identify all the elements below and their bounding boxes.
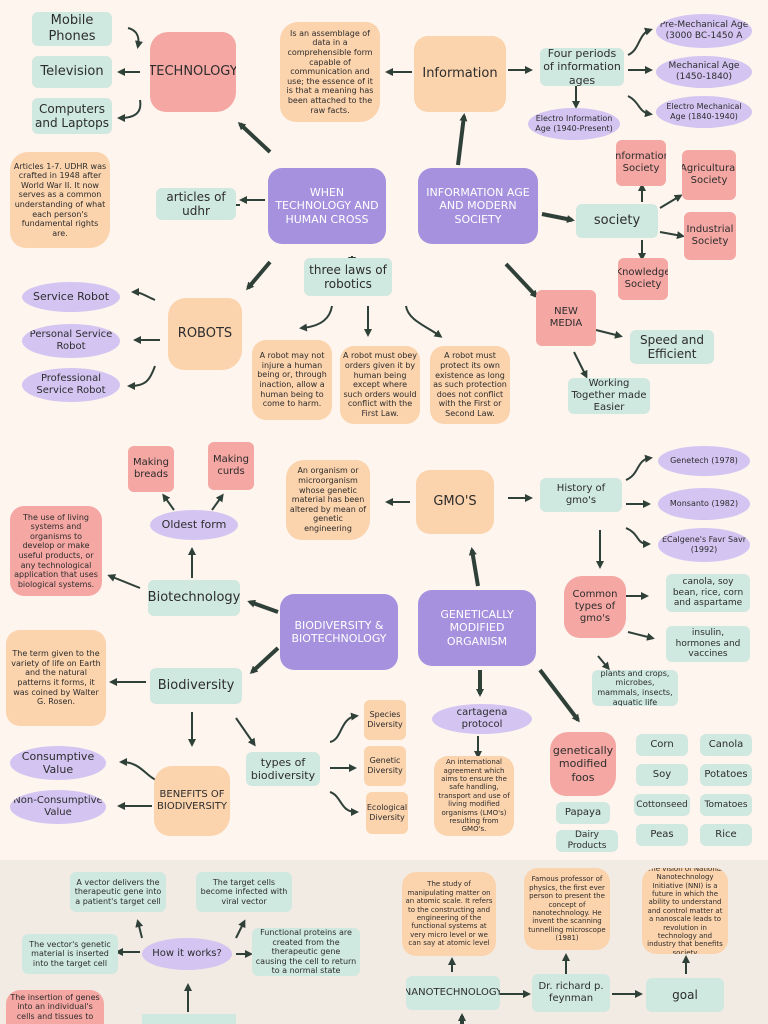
- genetech-node: Genetech (1978): [658, 446, 750, 476]
- genetic-diversity-node: Genetic Diversity: [364, 746, 406, 786]
- monsanto-node: Monsanto (1982): [658, 488, 750, 520]
- gmo-definition: An organism or microorganism whose genet…: [286, 460, 370, 540]
- robotics-law-2: A robot must obey orders given it by hum…: [340, 346, 420, 424]
- gmo-history-node: History of gmo's: [540, 478, 622, 512]
- goal-description: The vision of National Nanotechnology In…: [642, 868, 728, 954]
- cartagena-node: cartagena protocol: [432, 704, 532, 734]
- benefits-node: BENEFITS OF BIODIVERSITY: [154, 766, 230, 836]
- food-corn: Corn: [636, 734, 688, 756]
- common-gmo-organisms: plants and crops, microbes, mammals, ins…: [592, 670, 678, 706]
- technology-node: TECHNOLOGY: [150, 32, 236, 112]
- robotics-law-3: A robot must protect its own existence a…: [430, 346, 510, 424]
- information-society: Information Society: [616, 140, 666, 186]
- personal-service-robot-node: Personal Service Robot: [22, 324, 120, 358]
- new-media-node: NEW MEDIA: [536, 290, 596, 346]
- gene-step-proteins-created: Functional proteins are created from the…: [252, 928, 360, 976]
- common-gmo-foods: canola, soy bean, rice, corn and asparta…: [666, 574, 750, 612]
- common-gmo-node: Common types of gmo's: [564, 576, 626, 638]
- cartagena-description: An international agreement which aims to…: [434, 756, 514, 836]
- electro-information-age: Electro Information Age (1940-Present): [528, 108, 620, 140]
- making-breads-node: Making breads: [128, 446, 174, 492]
- professional-service-robot-node: Professional Service Robot: [22, 368, 120, 402]
- society-node: society: [576, 204, 658, 238]
- food-potatoes: Potatoes: [700, 764, 752, 786]
- biodiversity-node: Biodiversity: [150, 668, 242, 704]
- common-gmo-medicine: insulin, hormones and vaccines: [666, 626, 750, 662]
- food-soy: Soy: [636, 764, 688, 786]
- gene-step-material-inserted: The vector's genetic material is inserte…: [22, 934, 118, 974]
- robotics-law-1: A robot may not injure a human being or,…: [252, 340, 332, 420]
- consumptive-value-node: Consumptive Value: [10, 746, 106, 780]
- biodiversity-definition: The term given to the variety of life on…: [6, 630, 106, 726]
- working-together-node: Working Together made Easier: [568, 378, 650, 414]
- oldest-form-node: Oldest form: [150, 510, 238, 540]
- biotechnology-definition: The use of living systems and organisms …: [10, 506, 102, 596]
- computers-laptops-node: Computers and Laptops: [32, 98, 112, 134]
- gene-step-cells-infected: The target cells become infected with vi…: [196, 872, 292, 912]
- television-node: Television: [32, 56, 112, 88]
- biodiversity-center: BIODIVERSITY & BIOTECHNOLOGY: [280, 594, 398, 670]
- ecological-diversity-node: Ecological Diversity: [366, 792, 408, 834]
- gene-therapy-node: [142, 1014, 236, 1024]
- information-age-center: INFORMATION AGE AND MODERN SOCIETY: [418, 168, 538, 244]
- feynman-description: Famous professor of physics, the first e…: [524, 868, 610, 950]
- industrial-society: Industrial Society: [684, 212, 736, 260]
- knowledge-society: Knowledge Society: [618, 258, 668, 300]
- feynman-node: Dr. richard p. feynman: [532, 974, 610, 1012]
- speed-efficient-node: Speed and Efficient: [630, 330, 714, 364]
- food-cottonseed: Cottonseed: [634, 794, 690, 816]
- making-curds-node: Making curds: [208, 442, 254, 490]
- biotechnology-node: Biotechnology: [148, 580, 240, 616]
- food-rice: Rice: [700, 824, 752, 846]
- gene-therapy-definition: The insertion of genes into an individua…: [6, 990, 104, 1024]
- goal-node: goal: [646, 978, 724, 1012]
- non-consumptive-value-node: Non-Consumptive Value: [10, 790, 106, 824]
- periods-node: Four periods of information ages: [540, 48, 624, 86]
- technology-cross-center: WHEN TECHNOLOGY AND HUMAN CROSS: [268, 168, 386, 244]
- udhr-description: Articles 1-7. UDHR was crafted in 1948 a…: [10, 152, 110, 248]
- robotics-laws-node: three laws of robotics: [304, 258, 392, 296]
- gene-step-vector-delivers: A vector delivers the therapeutic gene i…: [70, 872, 166, 912]
- food-tomatoes: Tomatoes: [700, 794, 752, 816]
- food-papaya: Papaya: [556, 802, 610, 824]
- species-diversity-node: Species Diversity: [364, 700, 406, 740]
- food-dairy-products: Dairy Products: [556, 830, 618, 852]
- mechanical-age: Mechanical Age (1450-1840): [656, 56, 752, 88]
- udhr-node: articles of udhr: [156, 188, 236, 220]
- electro-mechanical-age: Electro Mechanical Age (1840-1940): [656, 96, 752, 128]
- gmo-center: GENETICALLY MODIFIED ORGANISM: [418, 590, 536, 666]
- pre-mechanical-age: Pre-Mechanical Age (3000 BC-1450 A: [656, 14, 752, 48]
- mobile-phones-node: Mobile Phones: [32, 12, 112, 46]
- types-biodiversity-node: types of biodiversity: [246, 752, 320, 786]
- information-definition: Is an assemblage of data in a comprehens…: [280, 22, 380, 122]
- robots-node: ROBOTS: [168, 298, 242, 370]
- nanotechnology-node: NANOTECHNOLOGY: [406, 976, 500, 1010]
- food-peas: Peas: [636, 824, 688, 846]
- nanotechnology-definition: The study of manipulating matter on an a…: [402, 872, 496, 956]
- gmos-node: GMO'S: [416, 470, 494, 534]
- agricultural-society: Agricultural Society: [682, 150, 736, 200]
- service-robot-node: Service Robot: [22, 282, 120, 312]
- information-node: Information: [414, 36, 506, 112]
- food-canola: Canola: [700, 734, 752, 756]
- how-it-works-node: How it works?: [142, 938, 232, 970]
- flavr-savr-node: ECalgene's Favr Savr (1992): [658, 528, 750, 562]
- gm-foods-node: genetically modified foos: [550, 732, 616, 796]
